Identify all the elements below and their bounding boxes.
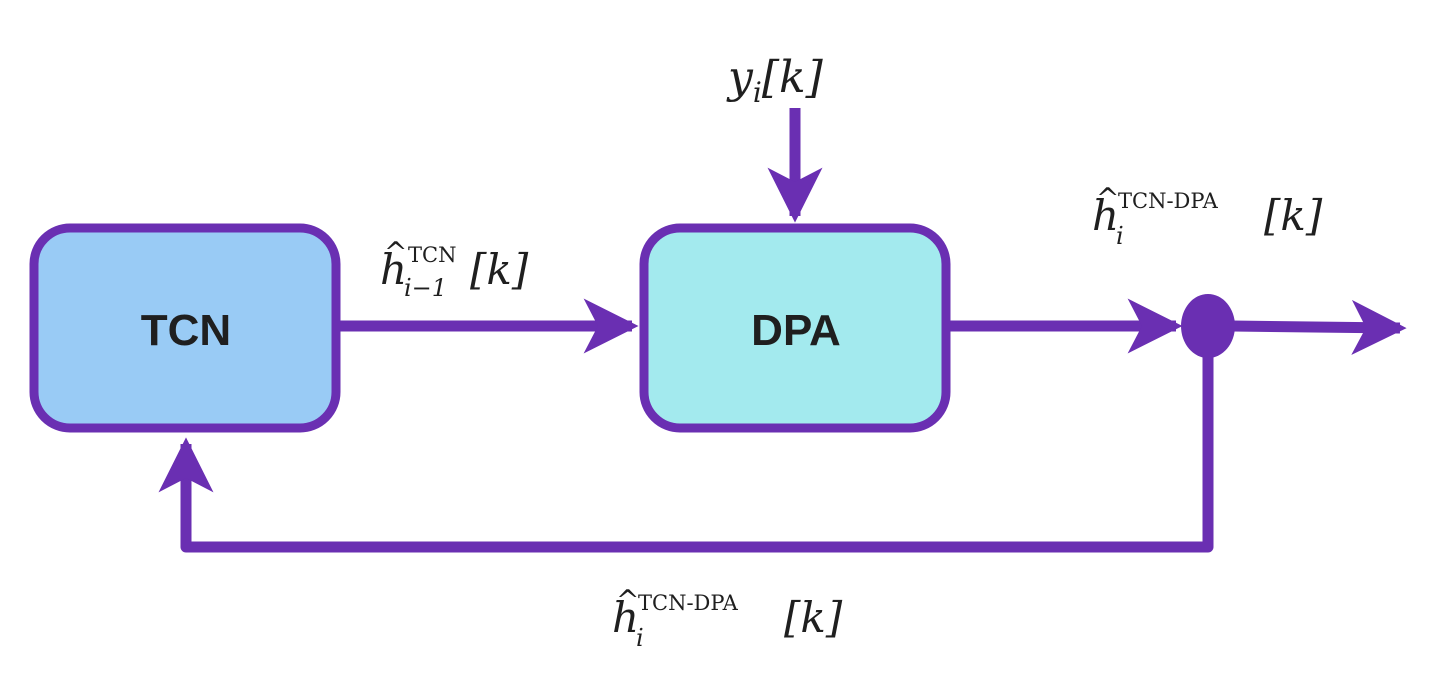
- svg-text:yi[k]: yi[k]: [726, 52, 824, 109]
- feedback-hat: ^: [616, 584, 639, 617]
- tcn-out-sup: TCN: [408, 243, 456, 267]
- tcn-out-base: h: [380, 245, 407, 294]
- tcn-out-arg: [k]: [470, 245, 529, 294]
- input-sub: i: [753, 76, 762, 109]
- junction-node: [1181, 294, 1235, 358]
- input-arg: [k]: [762, 52, 824, 103]
- svg-text:h: h: [380, 245, 407, 294]
- feedback-sub: i: [636, 624, 644, 652]
- tcn-out-sub: i−1: [404, 274, 447, 302]
- dpa-out-hat: ^: [1096, 182, 1119, 215]
- dpa-block-box: [639, 223, 951, 433]
- feedback-arg: [k]: [784, 593, 843, 642]
- tcn-out-hat: ^: [384, 236, 407, 269]
- tcn-block-box: [29, 223, 341, 433]
- label-dpa-output: h ^ TCN-DPA i [k]: [1092, 182, 1323, 250]
- arrow-feedback-to-tcn: [158, 352, 1214, 553]
- dpa-out-arg: [k]: [1264, 191, 1323, 240]
- dpa-block[interactable]: DPA: [639, 223, 951, 433]
- dpa-out-base: h: [1092, 191, 1119, 240]
- dpa-out-sup: TCN-DPA: [1118, 189, 1219, 213]
- feedback-base: h: [612, 593, 639, 642]
- arrow-junction-to-output: [1231, 299, 1407, 355]
- dpa-block-label: DPA: [751, 306, 841, 355]
- feedback-sup: TCN-DPA: [638, 591, 739, 615]
- dpa-out-sub: i: [1116, 222, 1124, 250]
- input-base: y: [726, 52, 754, 103]
- tcn-block-label: TCN: [141, 306, 231, 355]
- label-input-signal: yi[k]: [726, 52, 824, 109]
- label-tcn-output: h ^ TCN i−1 [k]: [380, 236, 529, 302]
- label-feedback-signal: h ^ TCN-DPA i [k]: [612, 584, 843, 652]
- tcn-block[interactable]: TCN: [29, 223, 341, 433]
